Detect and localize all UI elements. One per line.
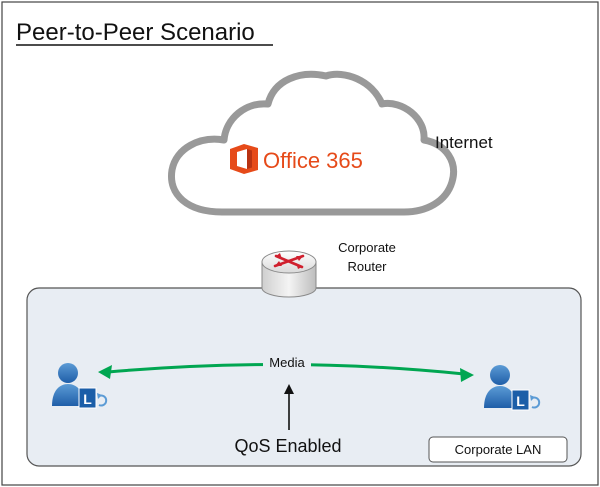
router-label-line2: Router — [347, 259, 387, 274]
qos-enabled-label: QoS Enabled — [234, 436, 341, 456]
media-label-bg — [263, 353, 311, 371]
diagram-title: Peer-to-Peer Scenario — [16, 19, 255, 46]
internet-label: Internet — [435, 133, 493, 152]
corporate-lan-label: Corporate LAN — [455, 442, 542, 457]
corporate-lan-label-box — [428, 436, 568, 463]
router-label-line1: Corporate — [338, 240, 396, 255]
office-logo-icon — [230, 144, 258, 174]
lync-user-icon-left: L — [52, 363, 108, 409]
media-label: Media — [269, 355, 305, 370]
lync-badge-right: L — [516, 393, 525, 409]
lync-badge-left: L — [83, 391, 92, 407]
cloud-shape — [168, 70, 457, 216]
router-icon — [261, 250, 317, 298]
cloud: Office 365 — [168, 70, 457, 216]
lync-user-icon-right: L — [484, 365, 541, 411]
qos-arrow — [284, 384, 294, 430]
office365-label: Office 365 — [263, 148, 363, 173]
